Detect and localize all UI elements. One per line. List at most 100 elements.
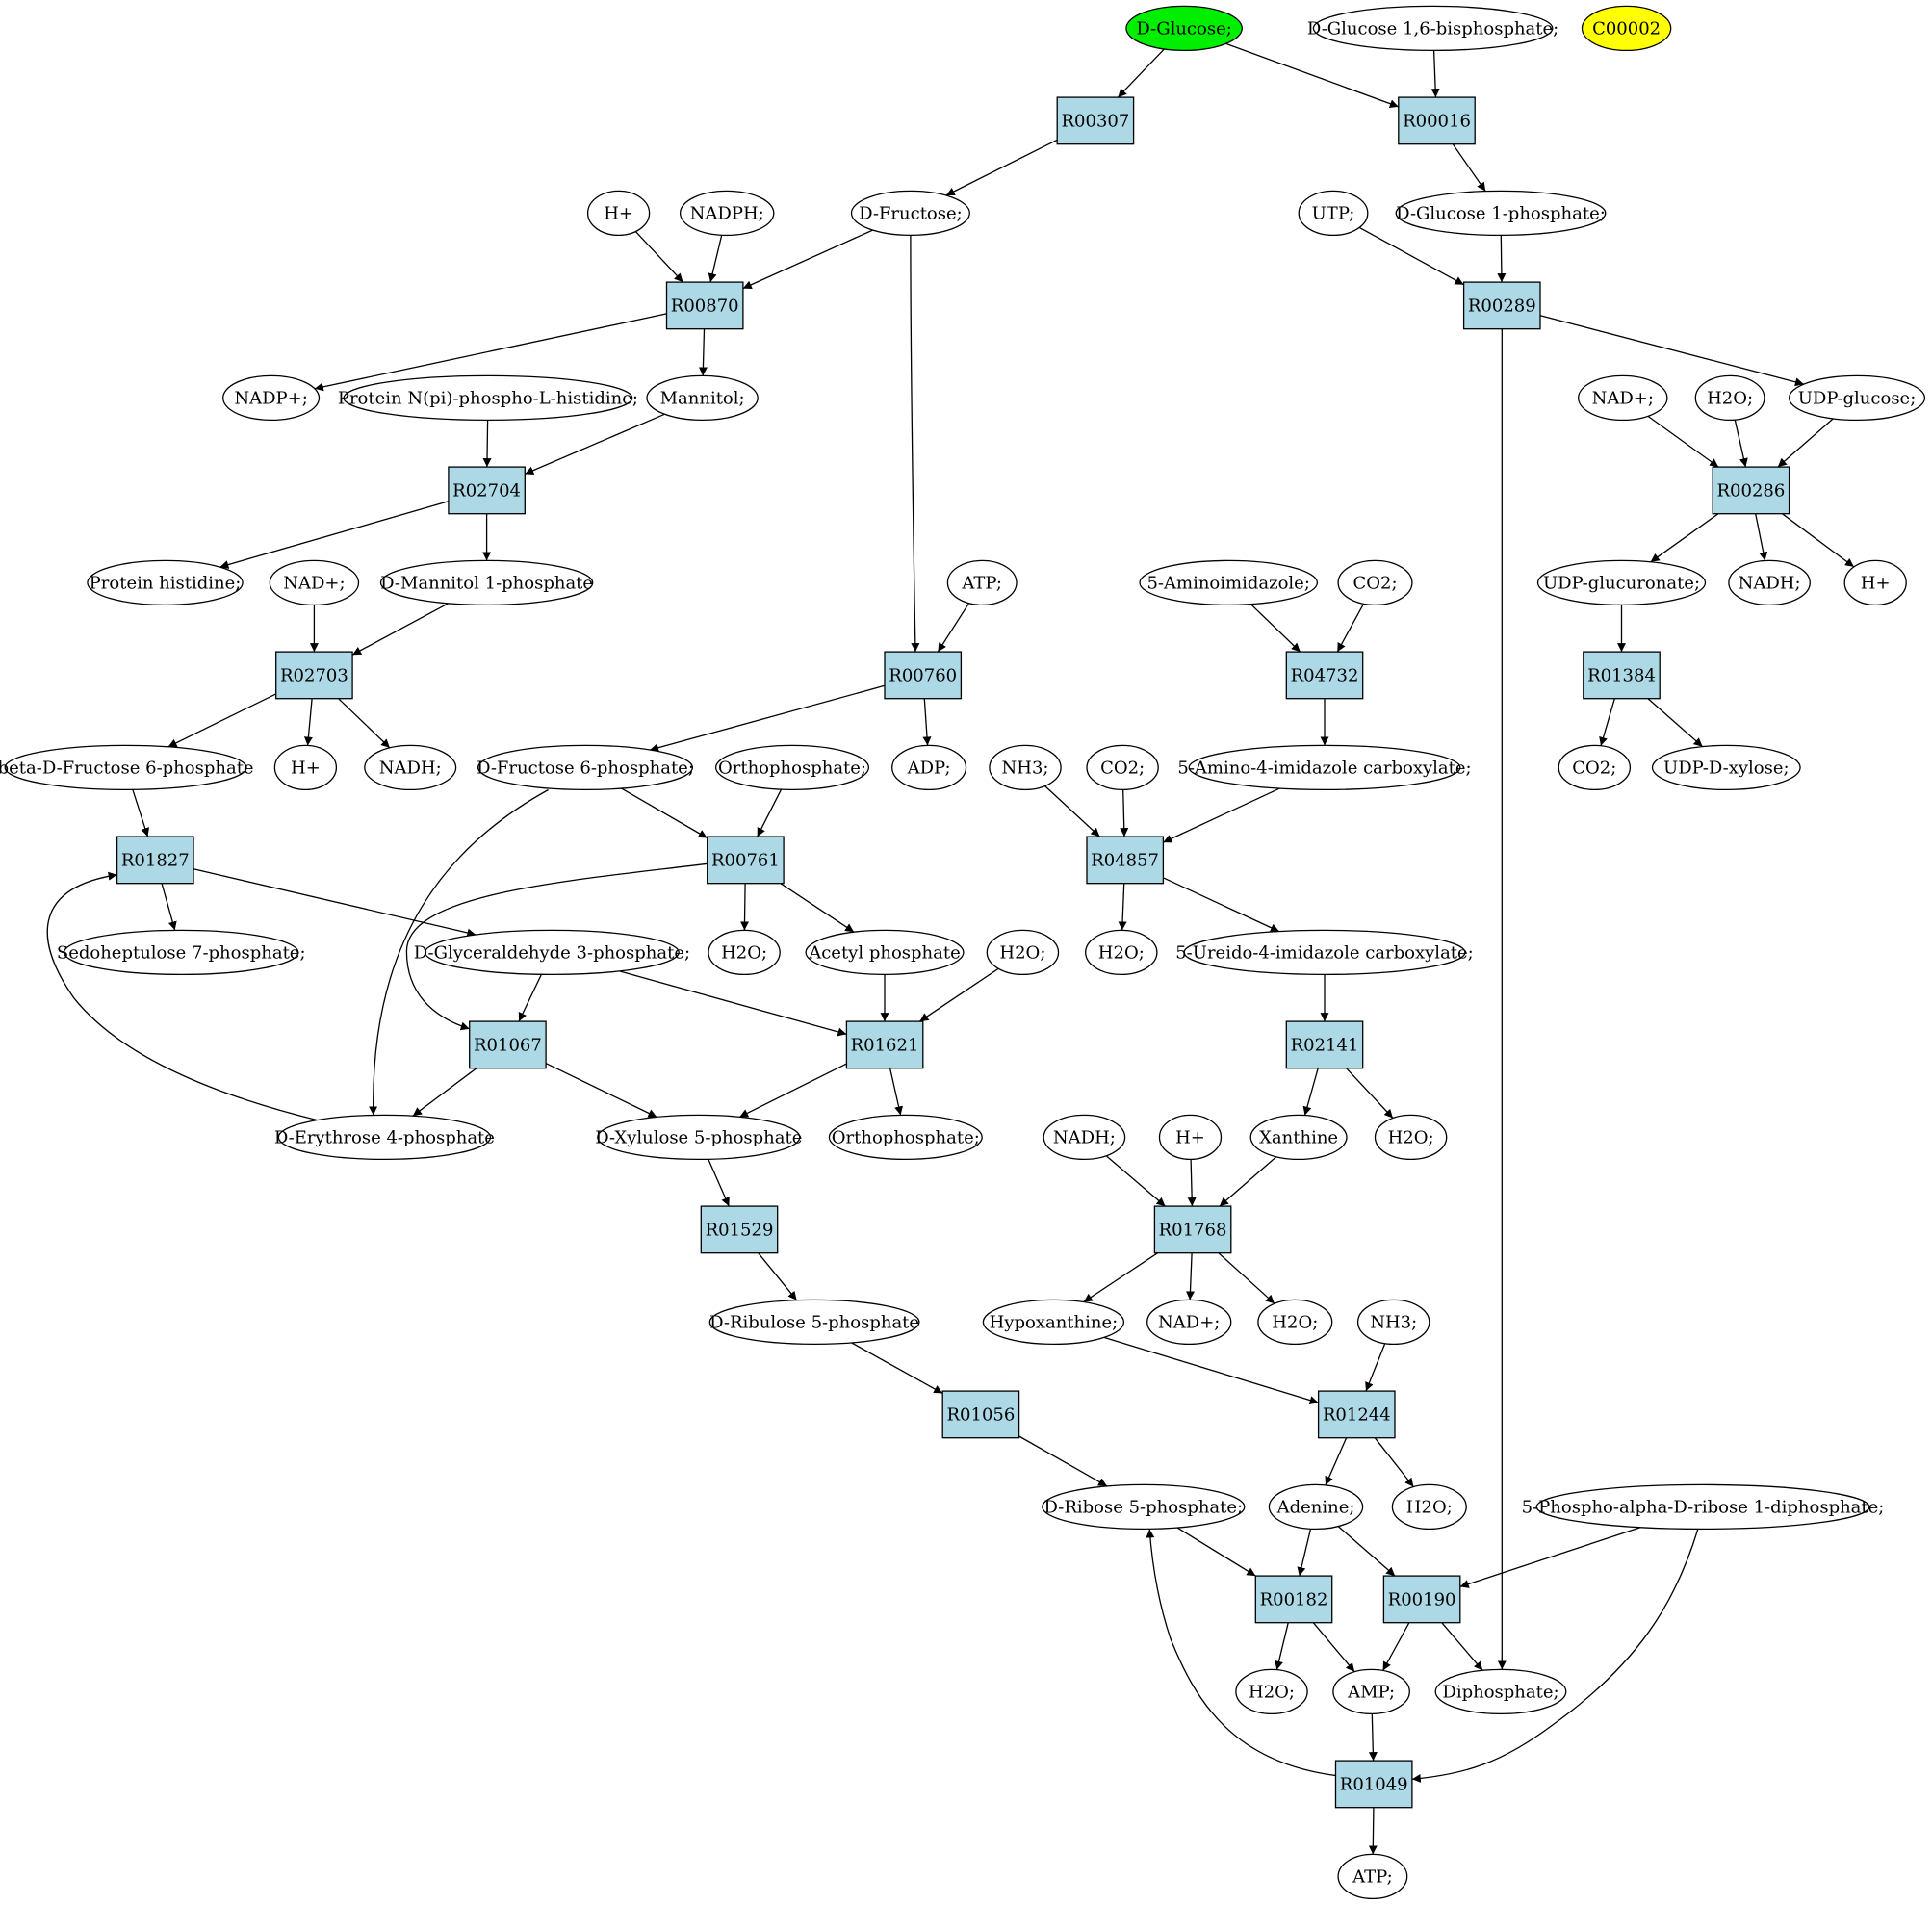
compound-node-fru[interactable]: D-Fructose; [850, 190, 970, 237]
compound-ellipse [1125, 5, 1243, 52]
compound-node-g16bp[interactable]: D-Glucose 1,6-bisphosphate; [1307, 5, 1558, 52]
reaction-node-r01529[interactable]: R01529 [700, 1205, 779, 1254]
compound-node-r5p[interactable]: D-Ribose 5-phosphate; [1042, 1483, 1246, 1531]
compound-node-nad_c[interactable]: NAD+; [1146, 1299, 1232, 1346]
compound-node-hplus_b[interactable]: H+ [1843, 559, 1907, 606]
compound-node-h2o_g[interactable]: H2O; [1391, 1483, 1467, 1531]
compound-node-co2_a[interactable]: CO2; [1337, 559, 1413, 606]
compound-node-nadh_c[interactable]: NADH; [1043, 1114, 1126, 1161]
compound-node-h2o_f[interactable]: H2O; [1257, 1299, 1333, 1346]
compound-node-pi_a[interactable]: Orthophosphate; [714, 744, 870, 791]
compound-node-hplus_a[interactable]: H+ [586, 190, 651, 237]
reaction-node-r00307[interactable]: R00307 [1056, 96, 1135, 145]
reaction-node-r00760[interactable]: R00760 [884, 651, 963, 700]
compound-node-g3p[interactable]: D-Glyceraldehyde 3-phosphate; [414, 929, 690, 976]
compound-node-nh3_b[interactable]: NH3; [1356, 1299, 1430, 1346]
compound-node-nadh_a[interactable]: NADH; [1728, 559, 1811, 606]
compound-node-prpp[interactable]: 5-Phospho-alpha-D-ribose 1-diphosphate; [1522, 1483, 1885, 1531]
compound-ellipse [1581, 5, 1672, 52]
node-label: D-Xylulose 5-phosphate [595, 1127, 802, 1147]
compound-node-ppi[interactable]: Diphosphate; [1434, 1668, 1567, 1715]
compound-node-co2_c[interactable]: CO2; [1558, 744, 1632, 791]
compound-node-h2o_b[interactable]: H2O; [708, 929, 781, 976]
compound-ellipse [1356, 1299, 1430, 1346]
compound-node-f6p[interactable]: D-Fructose 6-phosphate; [477, 744, 694, 791]
compound-node-xanthine[interactable]: Xanthine [1249, 1114, 1348, 1161]
node-label: H2O; [1388, 1127, 1434, 1147]
edge-f6p-to-e4p [369, 788, 549, 1116]
reaction-node-r01384[interactable]: R01384 [1583, 651, 1661, 700]
compound-node-c00002[interactable]: C00002 [1581, 5, 1672, 52]
compound-node-e4p[interactable]: D-Erythrose 4-phosphate [274, 1114, 495, 1161]
reaction-box [1153, 1205, 1232, 1254]
compound-node-glc[interactable]: D-Glucose; [1125, 5, 1243, 52]
compound-node-g1p[interactable]: D-Glucose 1-phosphate; [1395, 190, 1607, 237]
reaction-node-r02704[interactable]: R02704 [448, 466, 526, 515]
compound-node-s7p[interactable]: Sedoheptulose 7-phosphate; [57, 929, 306, 976]
compound-node-udpglcu[interactable]: UDP-glucuronate; [1536, 559, 1707, 606]
compound-node-m1p[interactable]: D-Mannitol 1-phosphate [379, 559, 594, 606]
compound-node-atp_b[interactable]: ATP; [1337, 1853, 1408, 1900]
reaction-node-r00289[interactable]: R00289 [1462, 281, 1541, 330]
compound-node-prothis[interactable]: Protein histidine; [87, 559, 244, 606]
compound-node-nadp[interactable]: NADP+; [222, 374, 321, 422]
compound-node-hplus_d[interactable]: H+ [1158, 1114, 1223, 1161]
reaction-node-r01067[interactable]: R01067 [469, 1020, 547, 1069]
compound-node-nh3_a[interactable]: NH3; [989, 744, 1062, 791]
reaction-node-r04857[interactable]: R04857 [1086, 836, 1165, 885]
compound-node-adp[interactable]: ADP; [891, 744, 967, 791]
compound-node-hypox[interactable]: Hypoxanthine; [982, 1299, 1125, 1346]
compound-node-protnpi[interactable]: Protein N(pi)-phospho-L-histidine; [338, 374, 638, 422]
reaction-node-r00761[interactable]: R00761 [707, 836, 785, 885]
compound-node-mannitol[interactable]: Mannitol; [646, 374, 759, 422]
reaction-node-r00286[interactable]: R00286 [1712, 466, 1790, 515]
compound-node-aicarb[interactable]: 5-Amino-4-imidazole carboxylate; [1177, 744, 1472, 791]
reaction-node-r00190[interactable]: R00190 [1382, 1575, 1461, 1624]
compound-node-co2_b[interactable]: CO2; [1086, 744, 1159, 791]
reaction-node-r00182[interactable]: R00182 [1254, 1575, 1333, 1624]
compound-node-aminoimid[interactable]: 5-Aminoimidazole; [1139, 559, 1319, 606]
compound-node-xu5p[interactable]: D-Xylulose 5-phosphate [595, 1114, 802, 1161]
compound-node-hplus_c[interactable]: H+ [273, 744, 338, 791]
edge-m1p-to-r02703 [351, 603, 449, 656]
compound-node-utp[interactable]: UTP; [1298, 190, 1369, 237]
compound-node-amp[interactable]: AMP; [1332, 1668, 1410, 1715]
edge-r01384-to-udpxyl [1647, 698, 1704, 748]
compound-node-adenine[interactable]: Adenine; [1268, 1483, 1364, 1531]
compound-node-bf6p[interactable]: beta-D-Fructose 6-phosphate [0, 744, 254, 791]
reaction-node-r00016[interactable]: R00016 [1398, 96, 1476, 145]
reaction-node-r01049[interactable]: R01049 [1334, 1760, 1413, 1809]
compound-node-udpxyl[interactable]: UDP-D-xylose; [1651, 744, 1801, 791]
compound-node-nad_b[interactable]: NAD+; [269, 559, 360, 606]
compound-node-h2o_c[interactable]: H2O; [986, 929, 1060, 976]
reaction-box [448, 466, 526, 515]
compound-node-h2o_d[interactable]: H2O; [1085, 929, 1158, 976]
compound-node-pi_b[interactable]: Orthophosphate; [828, 1114, 983, 1161]
compound-node-nad_a[interactable]: NAD+; [1578, 374, 1668, 422]
compound-node-acp[interactable]: Acetyl phosphate [805, 929, 965, 976]
node-label: NAD+; [1592, 388, 1654, 408]
reaction-node-r01621[interactable]: R01621 [845, 1020, 924, 1069]
reaction-node-r02703[interactable]: R02703 [275, 651, 353, 700]
compound-node-ru5p[interactable]: D-Ribulose 5-phosphate [708, 1299, 920, 1346]
compound-node-atp_a[interactable]: ATP; [946, 559, 1018, 606]
compound-node-h2o_a[interactable]: H2O; [1694, 374, 1765, 422]
reaction-node-r01056[interactable]: R01056 [941, 1390, 1020, 1439]
reaction-node-r01244[interactable]: R01244 [1317, 1390, 1396, 1439]
edge-nad_a-to-r00286 [1647, 415, 1719, 468]
edge-r02704-to-prothis [219, 501, 450, 569]
edge-g3p-to-r01621 [619, 970, 847, 1037]
compound-node-h2o_h[interactable]: H2O; [1235, 1668, 1308, 1715]
reaction-node-r01768[interactable]: R01768 [1153, 1205, 1232, 1254]
compound-node-uicarb[interactable]: 5-Ureido-4-imidazole carboxylate; [1175, 929, 1474, 976]
compound-node-nadh_b[interactable]: NADH; [364, 744, 457, 791]
compound-node-h2o_e[interactable]: H2O; [1374, 1114, 1448, 1161]
compound-node-nadph[interactable]: NADPH; [679, 190, 775, 237]
reaction-node-r01827[interactable]: R01827 [116, 836, 194, 885]
reaction-node-r04732[interactable]: R04732 [1285, 651, 1364, 700]
reaction-node-r02141[interactable]: R02141 [1285, 1020, 1364, 1069]
compound-node-udpglc[interactable]: UDP-glucose; [1788, 374, 1926, 422]
node-label: Orthophosphate; [718, 758, 866, 778]
reaction-node-r00870[interactable]: R00870 [665, 281, 744, 330]
compound-ellipse [273, 744, 338, 791]
